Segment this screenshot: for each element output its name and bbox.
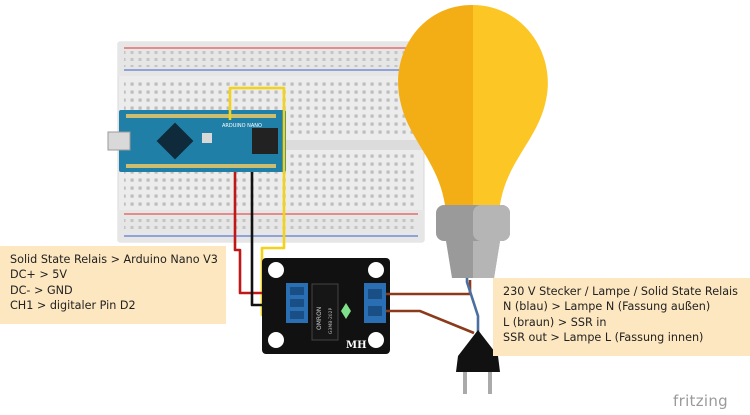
note-line: DC- > GND: [10, 283, 73, 297]
note-line: 230 V Stecker / Lampe / Solid State Rela…: [503, 285, 738, 298]
note-line: N (blau) > Lampe N (Fassung außen): [503, 300, 711, 314]
note-line: L (braun) > SSR in: [503, 315, 607, 329]
power-plug: [456, 330, 500, 394]
note-line: SSR out > Lampe L (Fassung innen): [503, 331, 704, 345]
wire-blue: [465, 278, 480, 333]
relay-maker-label: MH: [346, 340, 367, 351]
arduino-label: ARDUINO NANO: [222, 123, 262, 129]
wire-brown-out: [386, 280, 472, 296]
wire-red: [233, 172, 300, 295]
fritzing-logo: fritzing: [673, 392, 728, 410]
note-line: Solid State Relais > Arduino Nano V3: [10, 253, 218, 266]
light-bulb: [398, 5, 548, 278]
wires-mains: [386, 278, 480, 335]
note-mains-wiring: 230 V Stecker / Lampe / Solid State Rela…: [493, 278, 750, 356]
relay-brand-label: OMRON: [316, 307, 323, 330]
note-line: CH1 > digitaler Pin D2: [10, 299, 136, 313]
note-arduino-wiring: Solid State Relais > Arduino Nano V3 DC+…: [0, 246, 226, 324]
arduino-nano: ARDUINO NANO: [107, 110, 286, 172]
wire-brown-in: [386, 309, 475, 335]
relay-module: OMRON G3MB-202P MH: [262, 258, 390, 354]
note-line: DC+ > 5V: [10, 268, 68, 282]
relay-model-label: G3MB-202P: [328, 307, 334, 334]
